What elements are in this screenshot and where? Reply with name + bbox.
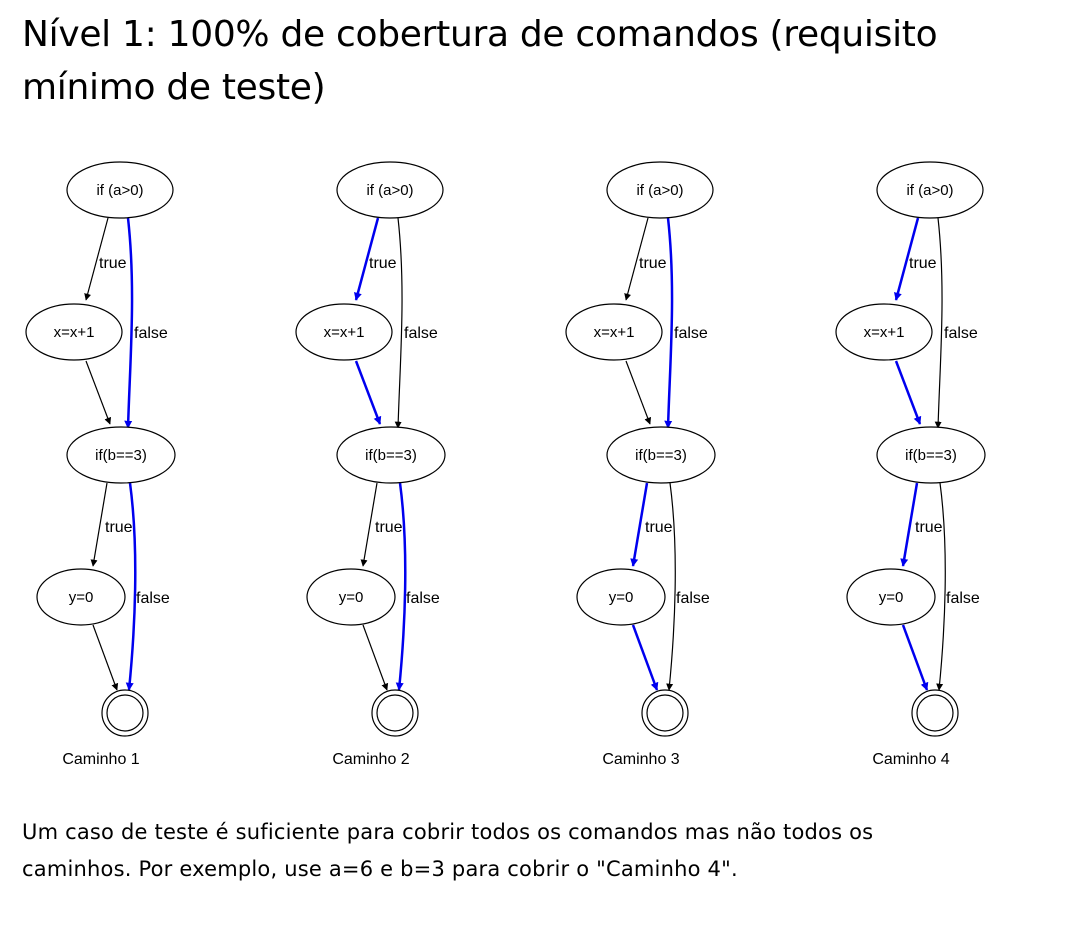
end-node-inner [646, 694, 684, 732]
node-label-if-b: if(b==3) [95, 447, 147, 464]
node-label-assign-x: x=x+1 [594, 324, 635, 341]
node-assign-x [295, 303, 393, 361]
edge-x-b [85, 360, 112, 425]
node-label-if-b: if(b==3) [905, 447, 957, 464]
edge-label-true: true [375, 519, 403, 536]
edge-label-false: false [134, 325, 168, 342]
edge-label-true: true [645, 519, 673, 536]
title-line-1: Nível 1: 100% de cobertura de comandos (… [22, 14, 938, 55]
edge-label-false: false [946, 590, 980, 607]
node-if-b [876, 426, 986, 484]
node-label-if-a: if (a>0) [366, 182, 413, 199]
node-label-assign-x: x=x+1 [54, 324, 95, 341]
edge-a-false [124, 217, 134, 429]
node-label-assign-y: y=0 [879, 589, 904, 606]
explanation-line-1: Um caso de teste é suficiente para cobri… [22, 820, 874, 844]
end-node-inner [376, 694, 414, 732]
edge-b-true [630, 482, 649, 567]
end-node-outer [641, 689, 689, 737]
node-if-b [336, 426, 446, 484]
node-assign-x [565, 303, 663, 361]
edge-a-false [664, 217, 674, 429]
edge-a-true [624, 217, 649, 301]
graph-3: true false true false if (a>0) x=x+1 if(b==3) y… [565, 161, 716, 768]
node-if-a [606, 161, 714, 219]
edge-b-false [936, 482, 946, 691]
title-line-2: mínimo de teste) [22, 67, 326, 108]
edge-label-true: true [99, 255, 127, 272]
edge-x-b [354, 360, 382, 425]
node-label-if-a: if (a>0) [636, 182, 683, 199]
edge-label-false: false [676, 590, 710, 607]
edge-y-end [362, 624, 389, 691]
node-if-a [336, 161, 444, 219]
node-label-assign-y: y=0 [609, 589, 634, 606]
slide-title: Nível 1: 100% de cobertura de comandos (… [22, 8, 1062, 114]
edge-b-false [666, 482, 676, 691]
edge-a-true [354, 217, 380, 301]
edge-a-true [84, 217, 109, 301]
graph-2: true false true false if (a>0) x=x+1 if(b==3) y… [295, 161, 446, 768]
explanation-line-2: caminhos. Por exemplo, use a=6 e b=3 par… [22, 857, 738, 881]
node-if-b [606, 426, 716, 484]
edge-b-false [395, 482, 407, 691]
edge-label-true: true [915, 519, 943, 536]
edge-label-true: true [105, 519, 133, 536]
edge-a-false [934, 217, 943, 429]
edge-b-false [125, 482, 137, 691]
end-node-inner [916, 694, 954, 732]
edge-label-false: false [404, 325, 438, 342]
node-assign-x [835, 303, 933, 361]
node-if-a [876, 161, 984, 219]
edge-label-false: false [136, 590, 170, 607]
edge-y-end [92, 624, 119, 691]
edge-a-false [394, 217, 403, 429]
node-if-b [66, 426, 176, 484]
edge-a-true [894, 217, 920, 301]
node-label-if-b: if(b==3) [365, 447, 417, 464]
node-label-assign-y: y=0 [339, 589, 364, 606]
end-node-outer [101, 689, 149, 737]
path-caption: Caminho 4 [872, 751, 949, 768]
node-assign-y [306, 568, 396, 626]
edge-label-false: false [406, 590, 440, 607]
graph-4: true false true false if (a>0) x=x+1 if(b==3) y… [835, 161, 986, 768]
path-caption: Caminho 1 [62, 751, 139, 768]
edge-b-true [90, 482, 108, 567]
node-label-if-a: if (a>0) [96, 182, 143, 199]
node-label-assign-y: y=0 [69, 589, 94, 606]
path-caption: Caminho 2 [332, 751, 409, 768]
graph-1: true false true false if (a>0) x=x+1 if(b==3) y… [25, 161, 176, 768]
node-label-assign-x: x=x+1 [864, 324, 905, 341]
end-node-outer [911, 689, 959, 737]
edge-label-false: false [944, 325, 978, 342]
node-assign-x [25, 303, 123, 361]
edge-label-true: true [639, 255, 667, 272]
explanation-text: Um caso de teste é suficiente para cobri… [22, 814, 1062, 888]
edge-label-true: true [369, 255, 397, 272]
end-node-inner [106, 694, 144, 732]
node-assign-y [846, 568, 936, 626]
node-label-if-a: if (a>0) [906, 182, 953, 199]
edge-b-true [360, 482, 378, 567]
edge-x-b [894, 360, 922, 425]
edge-label-true: true [909, 255, 937, 272]
edge-x-b [625, 360, 652, 425]
edge-b-true [900, 482, 919, 567]
edge-y-end [631, 624, 659, 691]
end-node-outer [371, 689, 419, 737]
node-label-assign-x: x=x+1 [324, 324, 365, 341]
edge-y-end [901, 624, 929, 691]
edge-label-false: false [674, 325, 708, 342]
node-if-a [66, 161, 174, 219]
node-label-if-b: if(b==3) [635, 447, 687, 464]
control-flow-graphs: true false true false if (a>0) x=x+1 if(b==3) y… [25, 161, 986, 768]
path-caption: Caminho 3 [602, 751, 679, 768]
node-assign-y [36, 568, 126, 626]
node-assign-y [576, 568, 666, 626]
